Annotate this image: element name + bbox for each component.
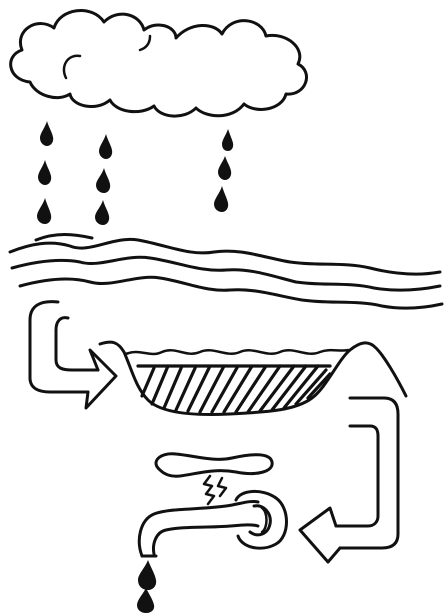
raindrop-icon xyxy=(96,168,110,193)
raindrop-icon xyxy=(40,121,53,146)
flow-arrow-left xyxy=(30,302,116,408)
raindrop-icon xyxy=(99,134,112,159)
raindrop-icon xyxy=(37,198,51,224)
faucet-stem xyxy=(204,476,214,504)
faucet-body xyxy=(236,491,287,548)
raindrop-icon xyxy=(95,200,109,225)
wave-lines xyxy=(10,235,442,309)
faucet-handle xyxy=(156,454,272,476)
tap-drops xyxy=(137,560,156,613)
raindrop-icon xyxy=(38,160,51,185)
rain-column-middle xyxy=(95,134,112,225)
cloud-icon xyxy=(11,11,307,117)
raindrop-icon xyxy=(214,186,228,212)
faucet-spout xyxy=(139,501,258,556)
reservoir-icon xyxy=(100,342,406,414)
wave-icon xyxy=(12,257,440,290)
raindrop-icon xyxy=(218,156,231,180)
rain-column-left xyxy=(37,121,53,224)
raindrop-icon xyxy=(138,560,156,590)
raindrop-icon xyxy=(222,129,233,151)
flow-arrow-right xyxy=(300,398,398,562)
faucet-icon xyxy=(139,454,286,556)
raindrop-icon xyxy=(137,588,154,613)
water-surface xyxy=(126,350,348,354)
wave-icon xyxy=(20,277,442,308)
rain-column-right xyxy=(214,129,233,212)
wave-icon xyxy=(36,235,92,241)
